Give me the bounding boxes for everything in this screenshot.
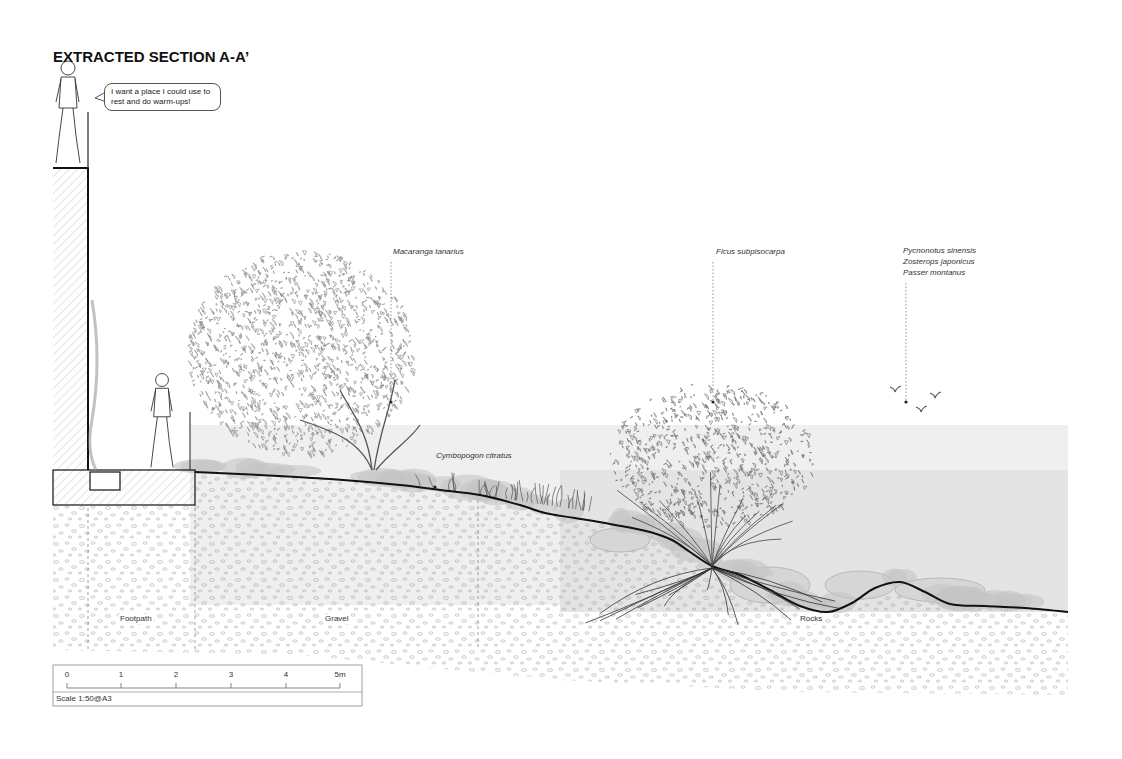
leader-dot bbox=[433, 485, 436, 488]
title: EXTRACTED SECTION A-A’ bbox=[53, 48, 249, 66]
footpath-base bbox=[53, 470, 195, 505]
person-resting bbox=[56, 61, 80, 163]
scale-number: 5m bbox=[334, 670, 345, 680]
grass bbox=[415, 472, 591, 511]
zone-divider bbox=[478, 500, 479, 650]
speech-text: I want a place I could use to rest and d… bbox=[111, 87, 214, 107]
post bbox=[189, 412, 190, 470]
shrubs bbox=[173, 458, 1044, 613]
ficus-roots bbox=[585, 568, 839, 625]
wall-hatch bbox=[53, 168, 88, 470]
leader-dot bbox=[389, 400, 392, 403]
species-label: Pycnonotus sinensis bbox=[903, 246, 976, 256]
scale-number: 3 bbox=[229, 670, 233, 680]
scale-tick bbox=[121, 683, 122, 688]
zone-divider bbox=[88, 508, 89, 650]
macaranga-trunk bbox=[300, 380, 420, 470]
species-label: Zosterops japonicus bbox=[903, 257, 975, 267]
species-label: Macaranga tanarius bbox=[393, 247, 464, 257]
zone-label: Rocks bbox=[798, 614, 824, 624]
person-walking bbox=[151, 374, 173, 468]
zone-label: Gravel bbox=[323, 614, 351, 624]
scale-caption: Scale 1:50@A3 bbox=[56, 694, 112, 704]
scale-number: 1 bbox=[119, 670, 123, 680]
scale-frame bbox=[53, 665, 362, 706]
species-label: Passer montanus bbox=[903, 268, 965, 278]
scale-tick bbox=[67, 683, 68, 688]
scale-divider bbox=[53, 692, 362, 693]
leader-line bbox=[391, 262, 392, 402]
ficus-branches bbox=[617, 472, 792, 566]
climbing-plant bbox=[90, 300, 97, 470]
scale-tick bbox=[286, 683, 287, 688]
leader-dot bbox=[711, 400, 714, 403]
species-label: Ficus subpisocarpa bbox=[716, 247, 785, 257]
macaranga-canopy bbox=[188, 251, 415, 459]
speech-bubble: I want a place I could use to rest and d… bbox=[104, 83, 221, 111]
zone-divider bbox=[195, 508, 196, 650]
leader-line bbox=[906, 283, 907, 402]
ground-line bbox=[195, 472, 1068, 612]
footing bbox=[90, 472, 120, 490]
scale-line bbox=[67, 688, 340, 689]
scale-number: 2 bbox=[174, 670, 178, 680]
leader-line bbox=[713, 262, 714, 402]
species-label: Cymbopogon citratus bbox=[436, 451, 512, 461]
wall-outline bbox=[53, 168, 88, 470]
bubble-pointer bbox=[95, 93, 104, 101]
scale-tick bbox=[340, 683, 341, 688]
scale-number: 0 bbox=[65, 670, 69, 680]
ficus-canopy bbox=[610, 385, 813, 528]
zone-label: Footpath bbox=[118, 614, 154, 624]
railing bbox=[87, 112, 88, 168]
scale-tick bbox=[176, 683, 177, 688]
gravel-fill bbox=[53, 472, 1068, 695]
scale-tick bbox=[231, 683, 232, 688]
birds bbox=[890, 386, 941, 412]
scale-number: 4 bbox=[284, 670, 288, 680]
leader-dot bbox=[904, 400, 907, 403]
